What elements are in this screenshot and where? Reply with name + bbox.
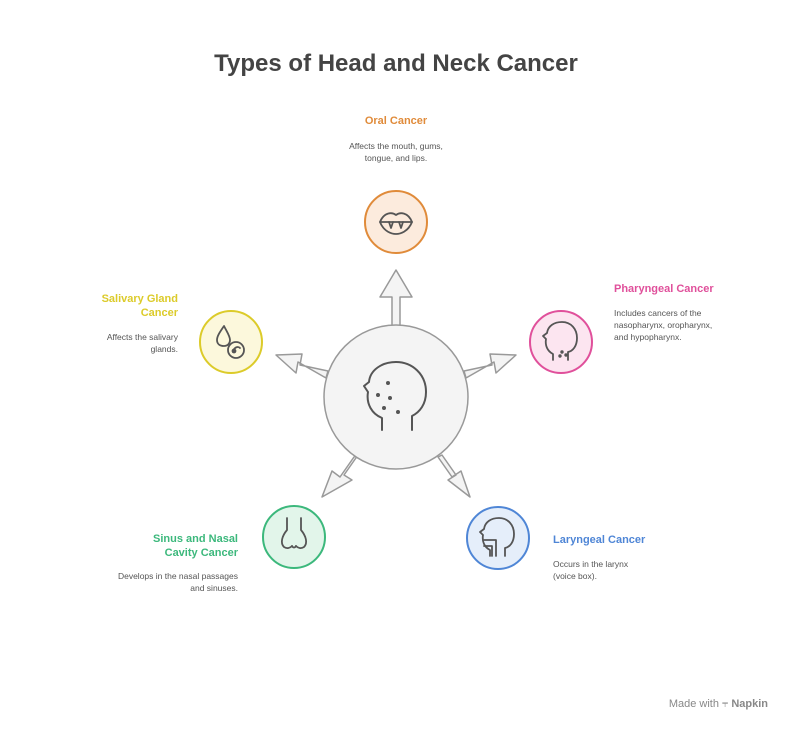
- sinus-node: [262, 505, 326, 569]
- laryngeal-cancer-label: Laryngeal Cancer: [553, 534, 646, 546]
- diagram-title: Types of Head and Neck Cancer: [214, 50, 578, 77]
- salivary-gland-cancer-label: Salivary Gland Cancer: [101, 293, 178, 319]
- arrows: [275, 269, 517, 498]
- mouth-icon: [379, 212, 413, 235]
- sinus-nasal-cancer-label: Sinus and Nasal Cavity Cancer: [153, 533, 238, 559]
- watermark-brand: Napkin: [731, 698, 768, 710]
- sinus-nasal-cancer-description: Develops in the nasal passages and sinus…: [117, 571, 238, 593]
- nose-icon: [280, 517, 308, 549]
- arrow-pharyngeal: [463, 353, 517, 379]
- watermark-prefix: Made with: [668, 698, 719, 710]
- saliva-drop-icon: [216, 325, 245, 359]
- laryngeal-cancer-description: Occurs in the larynx (voice box).: [553, 559, 629, 581]
- head-profile-icon: [363, 361, 427, 431]
- oral-node: [364, 190, 428, 254]
- head-throat-icon: [542, 321, 578, 361]
- larynx-icon: [479, 517, 515, 557]
- arrow-laryngeal: [437, 454, 471, 498]
- napkin-logo-icon: ⫧: [722, 698, 729, 710]
- pharyngeal-node: [529, 310, 593, 374]
- pharyngeal-cancer-description: Includes cancers of the nasopharynx, oro…: [614, 308, 713, 342]
- arrow-sinus: [321, 454, 359, 498]
- pharyngeal-cancer-label: Pharyngeal Cancer: [614, 283, 714, 295]
- salivary-gland-cancer-description: Affects the salivary glands.: [106, 332, 178, 354]
- arrow-salivary: [275, 353, 329, 379]
- arrow-oral: [379, 269, 413, 329]
- salivary-node: [199, 310, 263, 374]
- center-node: [323, 324, 469, 470]
- laryngeal-node: [466, 506, 530, 570]
- watermark: Made with ⫧ Napkin: [669, 698, 768, 711]
- oral-cancer-label: Oral Cancer: [364, 115, 428, 127]
- oral-cancer-description: Affects the mouth, gums, tongue, and lip…: [349, 141, 443, 163]
